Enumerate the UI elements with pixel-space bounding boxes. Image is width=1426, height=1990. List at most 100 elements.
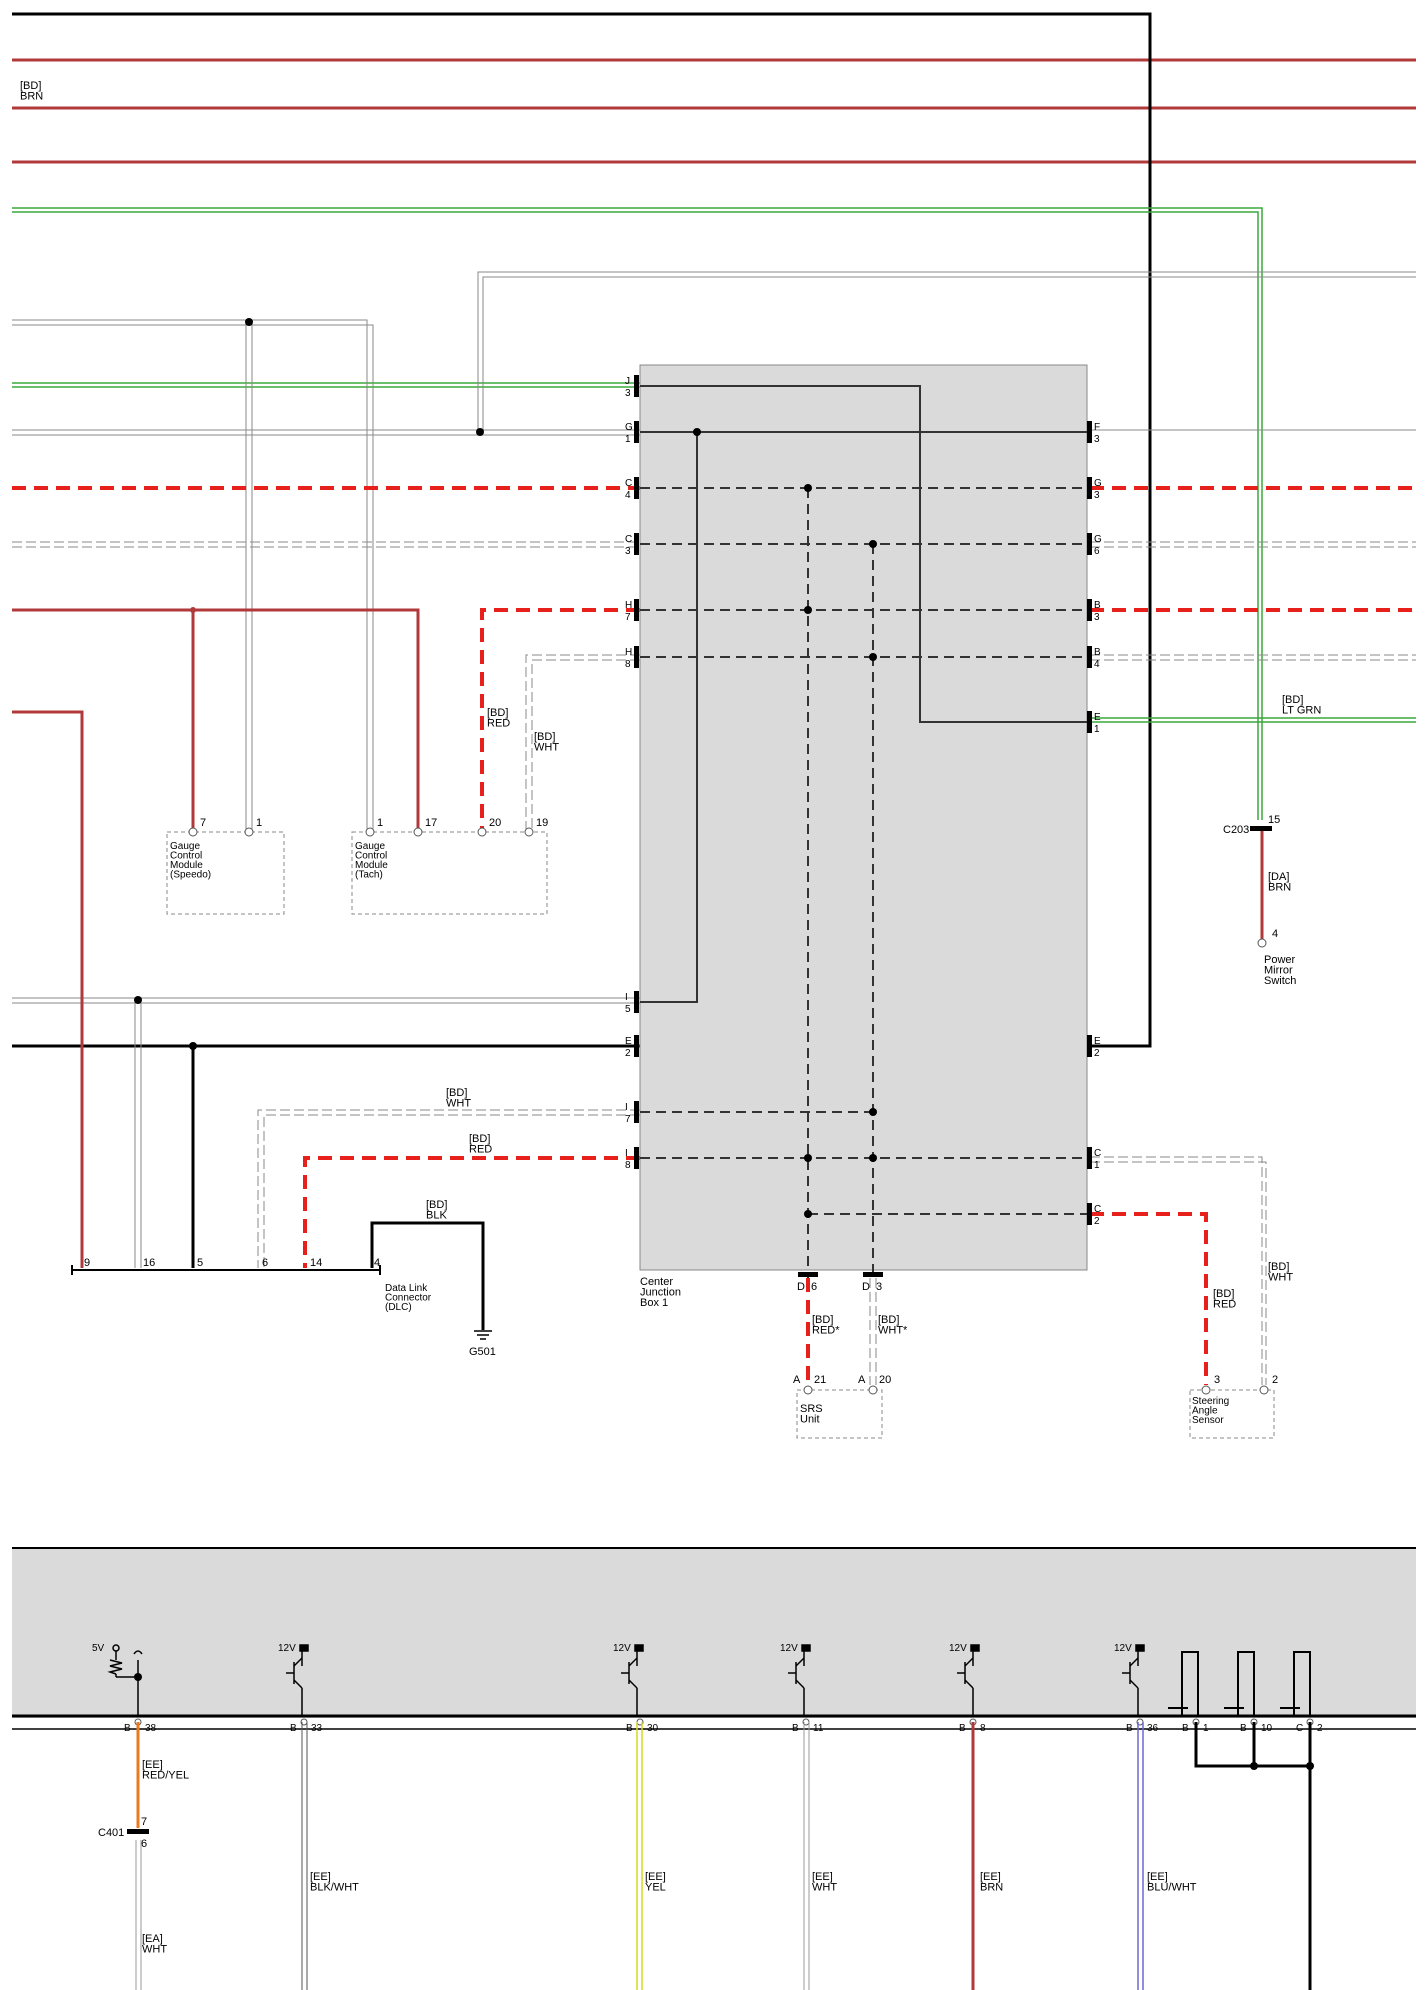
wht-mid-label: [BD]WHT	[534, 731, 559, 753]
cjb-d6-pin	[798, 1272, 818, 1277]
svg-text:12V: 12V	[780, 1643, 798, 1654]
svg-text:12V: 12V	[613, 1643, 631, 1654]
steering-box	[1189, 1389, 1275, 1439]
center-junction-box	[639, 364, 1088, 1271]
svg-text:B: B	[959, 1723, 966, 1734]
svg-text:B: B	[626, 1723, 633, 1734]
cjb-left-pin: H8	[625, 646, 639, 670]
cjb-left-pin: H7	[625, 599, 639, 623]
svg-text:J: J	[625, 376, 630, 387]
wire-label-yel: [EE]YEL	[645, 1871, 666, 1893]
cjb-d3-letter: D	[862, 1281, 870, 1293]
svg-text:3: 3	[1094, 490, 1100, 501]
srs-conn-a21: A	[793, 1374, 801, 1386]
wire-label-redyel: [EE]RED/YEL	[142, 1759, 189, 1781]
cjb-right-pin: G6	[1087, 533, 1102, 557]
steer-pin-3: 3	[1214, 1374, 1220, 1386]
svg-text:3: 3	[1094, 434, 1100, 445]
svg-text:2: 2	[1094, 1216, 1100, 1227]
dlc-pin-5: 5	[197, 1257, 203, 1269]
svg-text:B: B	[1240, 1723, 1247, 1734]
svg-text:C: C	[625, 478, 632, 489]
svg-text:10: 10	[1261, 1723, 1273, 1734]
svg-text:I: I	[625, 1102, 628, 1113]
red-dashed-wires	[12, 486, 1416, 1385]
svg-text:G: G	[1094, 478, 1102, 489]
svg-text:1: 1	[1203, 1723, 1209, 1734]
srs-conn-a20: A	[858, 1374, 866, 1386]
white-wires	[12, 271, 1416, 1385]
cjb-right-pin: G3	[1087, 477, 1102, 501]
svg-text:B: B	[290, 1723, 297, 1734]
transistor-12v-icon: 12V	[1114, 1643, 1145, 1716]
c401-connector	[127, 1829, 149, 1834]
svg-text:4: 4	[1094, 659, 1100, 670]
tach-pin-20: 20	[489, 817, 501, 829]
ground-icon	[474, 1330, 492, 1340]
svg-text:12V: 12V	[1114, 1643, 1132, 1654]
svg-text:38: 38	[145, 1723, 157, 1734]
c401-label: C401	[98, 1827, 124, 1839]
speedo-pin-1: 1	[256, 817, 262, 829]
transistor-12v-icon: 12V	[949, 1643, 980, 1716]
steer-pin-2: 2	[1272, 1374, 1278, 1386]
svg-text:B: B	[124, 1723, 131, 1734]
cjb-right-pin: B3	[1087, 599, 1101, 623]
svg-text:8: 8	[625, 659, 631, 670]
svg-text:1: 1	[1094, 724, 1100, 735]
svg-text:E: E	[1094, 712, 1101, 723]
module-pin: B 10	[1240, 1718, 1273, 1734]
cjb-d3-pin	[863, 1272, 883, 1277]
ltgrn-label: [BD]LT GRN	[1282, 694, 1321, 716]
top-brn-label: [BD]BRN	[20, 80, 43, 102]
tach-pin-19: 19	[536, 817, 548, 829]
bottom-module	[12, 1548, 1416, 1718]
svg-text:C: C	[1296, 1723, 1303, 1734]
tach-pin-1: 1	[377, 817, 383, 829]
red-srs-label: [BD]RED*	[812, 1314, 840, 1336]
svg-text:36: 36	[1147, 1723, 1159, 1734]
transistors: 12V 12V 12V 12V 12V	[278, 1643, 1145, 1716]
srs-box	[796, 1389, 883, 1439]
svg-text:3: 3	[1094, 612, 1100, 623]
cjb-right-pin: E2	[1087, 1035, 1101, 1059]
cjb-left-pin: I5	[625, 991, 639, 1015]
svg-text:3: 3	[625, 388, 631, 399]
cjb-d3-num: 3	[876, 1281, 882, 1293]
cjb-right-pin: C1	[1087, 1147, 1101, 1171]
wht-steer-label: [BD]WHT	[1268, 1261, 1293, 1283]
dlc-pin-14: 14	[310, 1257, 322, 1269]
top-brn-wires	[12, 58, 1416, 164]
transistor-12v-icon: 12V	[278, 1643, 309, 1716]
svg-text:2: 2	[625, 1048, 631, 1059]
c203-connector	[1250, 826, 1272, 831]
mirror-pin	[1257, 938, 1267, 948]
black-wires	[191, 1046, 485, 1330]
svg-text:E: E	[625, 1036, 632, 1047]
wht-lower-label: [BD]WHT	[446, 1087, 471, 1109]
dlc-connector	[71, 1265, 381, 1275]
wire-label-brn: [EE]BRN	[980, 1871, 1003, 1893]
cjb-d6-letter: D	[797, 1281, 805, 1293]
dlc-pin-4: 4	[374, 1257, 380, 1269]
mirror-pin-4: 4	[1272, 928, 1278, 940]
transistor-12v-icon: 12V	[780, 1643, 811, 1716]
cjb-right-pin: C2	[1087, 1203, 1101, 1227]
blk-dlc-label: [BD]BLK	[426, 1199, 447, 1221]
speedo-pin-7: 7	[200, 817, 206, 829]
svg-text:B: B	[1126, 1723, 1133, 1734]
cjb-d6-num: 6	[811, 1281, 817, 1293]
wire-label-ea-wht: [EA]WHT	[142, 1933, 167, 1955]
red-steer-label: [BD]RED	[1213, 1288, 1236, 1310]
svg-text:8: 8	[980, 1723, 986, 1734]
